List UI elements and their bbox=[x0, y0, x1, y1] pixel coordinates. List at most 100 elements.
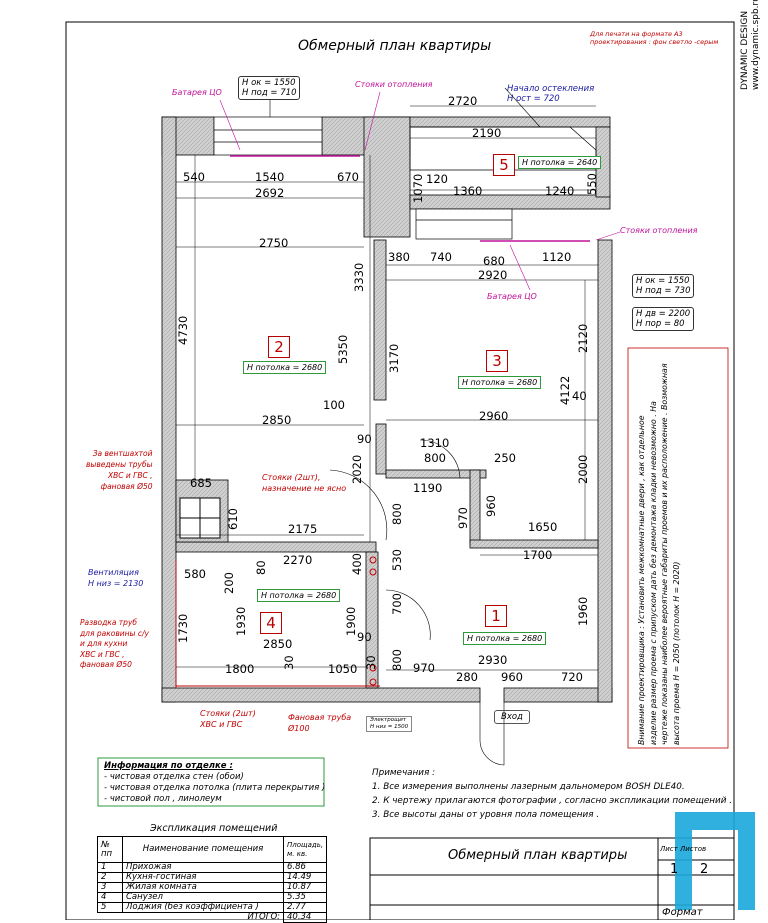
dim: 2000 bbox=[576, 454, 590, 484]
table-row: ИТОГО:40.34 bbox=[98, 912, 328, 923]
room-number-5: 5 bbox=[493, 154, 515, 176]
notes: Примечания : 1. Все измерения выполнены … bbox=[372, 768, 733, 820]
dim: 1050 bbox=[328, 662, 358, 676]
dim: 680 bbox=[483, 254, 505, 268]
dim: 4730 bbox=[176, 315, 190, 345]
dim: 1070 bbox=[411, 173, 425, 203]
dim: 1360 bbox=[453, 184, 483, 198]
table-header: Наименование помещения bbox=[122, 836, 284, 863]
dim: 80 bbox=[254, 560, 268, 575]
dim: 1190 bbox=[413, 481, 443, 495]
dim: 380 bbox=[388, 250, 410, 264]
stamp-sheets: 2 bbox=[700, 862, 709, 877]
entrance-label: Вход bbox=[494, 710, 530, 724]
dim: 90 bbox=[357, 630, 372, 644]
water-risers-callout: Стояки (2шт)ХВС и ГВС bbox=[200, 709, 256, 729]
stamp-sheet: 1 bbox=[670, 862, 679, 877]
dim: 2850 bbox=[262, 413, 292, 427]
dim: 2850 bbox=[263, 637, 293, 651]
designer-note: Внимание проектировщика : Установить меж… bbox=[637, 363, 681, 745]
dim: 3170 bbox=[387, 343, 401, 373]
dim: 1310 bbox=[420, 436, 450, 450]
stamp-sheet-labels: Лист Листов bbox=[660, 845, 707, 853]
dim: 530 bbox=[390, 549, 404, 571]
dim: 1700 bbox=[523, 548, 553, 562]
dim: 960 bbox=[501, 670, 523, 684]
dim: 2750 bbox=[259, 236, 289, 250]
room-number-3: 3 bbox=[486, 350, 508, 372]
dim: 550 bbox=[585, 173, 599, 195]
dim: 1650 bbox=[528, 520, 558, 534]
dim: 1800 bbox=[225, 662, 255, 676]
dim: 700 bbox=[390, 593, 404, 615]
stamp-format: Формат bbox=[662, 907, 703, 918]
dim: 30 bbox=[282, 655, 296, 670]
risers-label-2: Стояки отопления bbox=[620, 226, 698, 235]
dim: 970 bbox=[413, 661, 435, 675]
dim: 2692 bbox=[255, 186, 285, 200]
dim: 610 bbox=[226, 508, 240, 530]
dim: 1240 bbox=[545, 184, 575, 198]
dim: 2960 bbox=[479, 409, 509, 423]
dim: 2270 bbox=[283, 553, 313, 567]
dim: 40 bbox=[572, 389, 587, 403]
battery-label-1: Батарея ЦО bbox=[172, 88, 222, 97]
windows bbox=[213, 116, 597, 240]
dim: 2120 bbox=[576, 323, 590, 353]
explication-table: № пп Наименование помещения Площадь, м. … bbox=[97, 836, 328, 923]
dim: 400 bbox=[350, 553, 364, 575]
logo-icon bbox=[675, 812, 755, 910]
dim: 2175 bbox=[288, 522, 318, 536]
dim: 200 bbox=[222, 572, 236, 594]
dim: 100 bbox=[323, 398, 345, 412]
dim: 960 bbox=[484, 495, 498, 517]
battery-label-2: Батарея ЦО bbox=[487, 292, 537, 301]
room-number-1: 1 bbox=[485, 605, 507, 627]
dim: 2720 bbox=[448, 94, 478, 108]
dim: 2920 bbox=[478, 268, 508, 282]
room-height-4: H потолка = 2680 bbox=[257, 589, 341, 602]
dim: 120 bbox=[426, 172, 448, 186]
room-height-2: H потолка = 2680 bbox=[243, 361, 327, 374]
room-height-5: H потолка = 2640 bbox=[518, 156, 602, 169]
dim: 580 bbox=[184, 567, 206, 581]
dim: 90 bbox=[357, 432, 372, 446]
dim: 800 bbox=[390, 649, 404, 671]
dim: 540 bbox=[183, 170, 205, 184]
dim: 670 bbox=[337, 170, 359, 184]
dim: 800 bbox=[390, 503, 404, 525]
dim: 1960 bbox=[576, 596, 590, 626]
dim: 2930 bbox=[478, 653, 508, 667]
dim: 2190 bbox=[472, 126, 502, 140]
dim: 685 bbox=[190, 476, 212, 490]
room-height-1: H потолка = 2680 bbox=[463, 632, 547, 645]
walls bbox=[161, 116, 613, 703]
dim: 5350 bbox=[336, 334, 350, 364]
dim: 30 bbox=[364, 655, 378, 670]
page-title: Обмерный план квартиры bbox=[298, 38, 492, 54]
dim: 2020 bbox=[350, 454, 364, 484]
dim: 1730 bbox=[176, 613, 190, 643]
dim: 800 bbox=[424, 451, 446, 465]
dim: 3330 bbox=[352, 262, 366, 292]
stamp-title: Обмерный план квартиры bbox=[448, 848, 628, 863]
room-height-3: H потолка = 2680 bbox=[458, 376, 542, 389]
dim: 250 bbox=[494, 451, 516, 465]
finish-info: Информация по отделке : - чистовая отдел… bbox=[104, 761, 326, 804]
dim: 1900 bbox=[344, 606, 358, 636]
